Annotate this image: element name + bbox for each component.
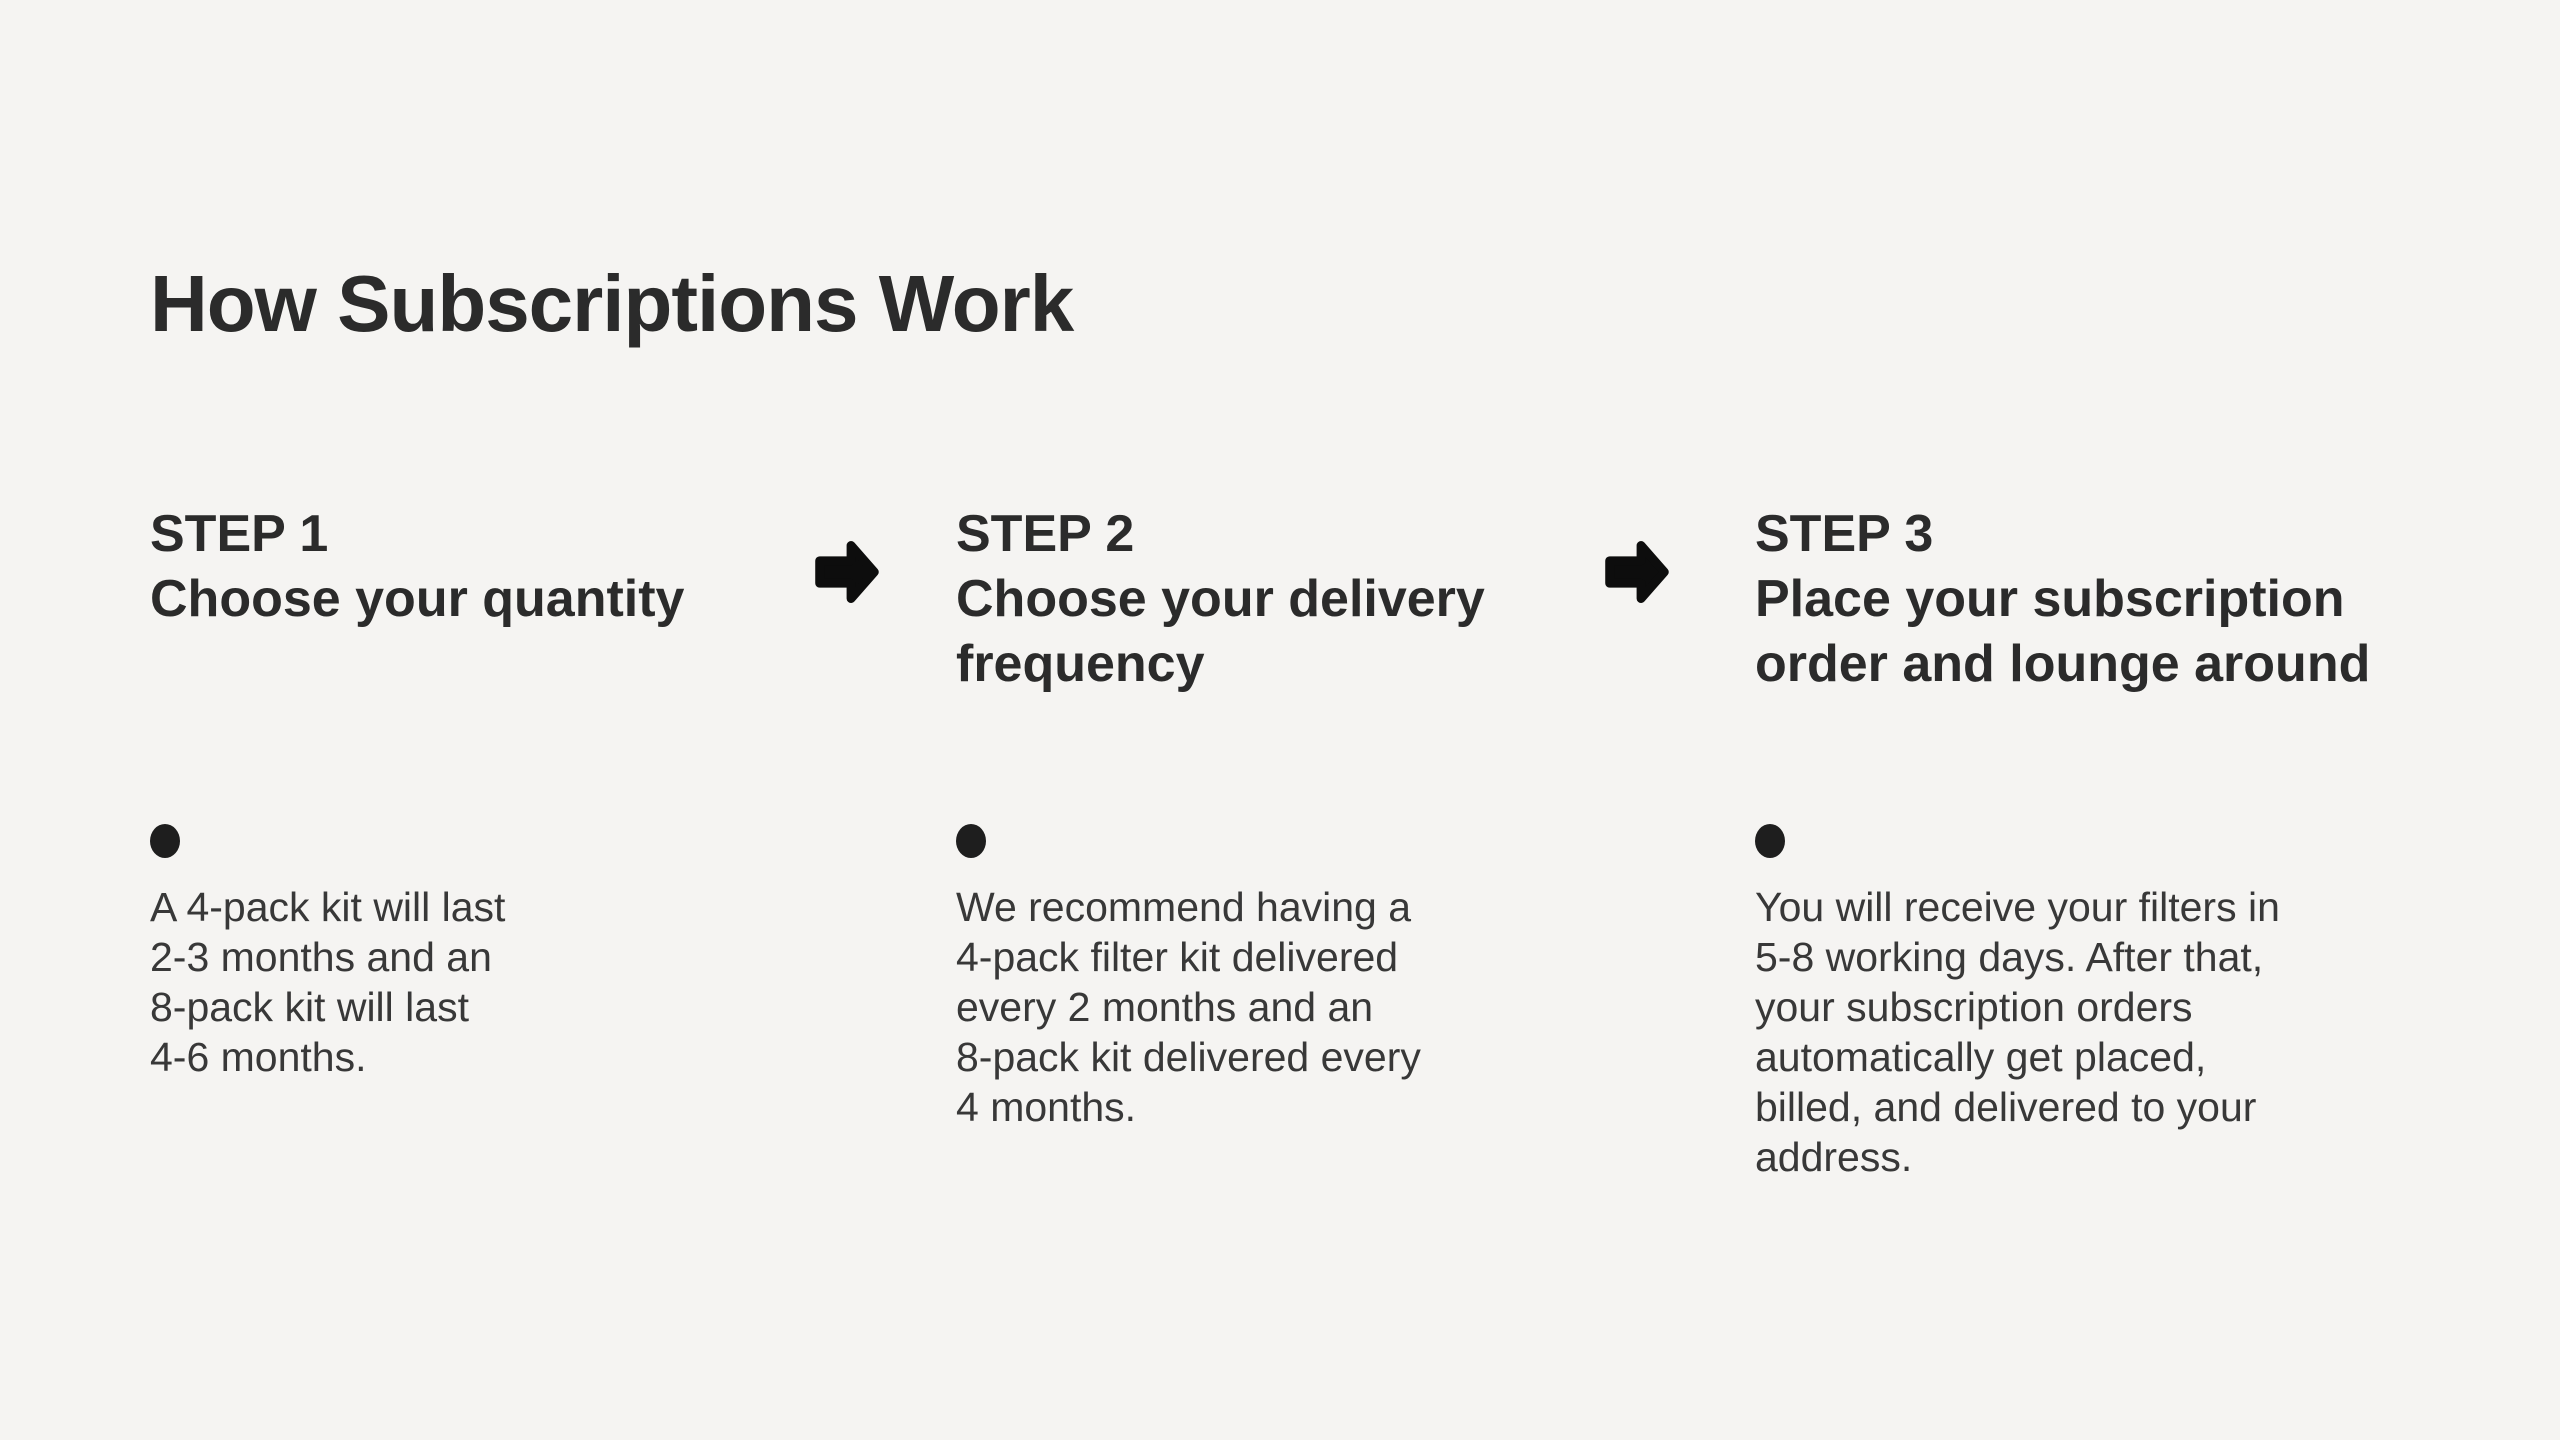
page-title: How Subscriptions Work (150, 259, 1074, 348)
step-1-label: STEP 1 (150, 505, 329, 563)
step-1-heading: STEP 1 Choose your quantity (150, 502, 684, 632)
step-2-label: STEP 2 (956, 505, 1135, 563)
bullet-dot-icon (1755, 824, 1785, 858)
step-1-description: A 4-pack kit will last 2-3 months and an… (150, 884, 506, 1080)
step-3-title: Place your subscription order and lounge… (1755, 570, 2371, 693)
step-1-title: Choose your quantity (150, 570, 685, 628)
step-2-heading: STEP 2 Choose your delivery frequency (956, 502, 1485, 697)
right-arrow-icon (810, 535, 884, 609)
bullet-dot-icon (956, 824, 986, 858)
step-3-description: You will receive your filters in 5-8 wor… (1755, 884, 2280, 1180)
right-arrow-icon (1600, 535, 1674, 609)
step-2-description: We recommend having a 4-pack filter kit … (956, 884, 1421, 1130)
step-3-heading: STEP 3 Place your subscription order and … (1755, 502, 2370, 697)
step-2-title: Choose your delivery frequency (956, 570, 1485, 693)
step-3-label: STEP 3 (1755, 505, 1934, 563)
bullet-dot-icon (150, 824, 180, 858)
